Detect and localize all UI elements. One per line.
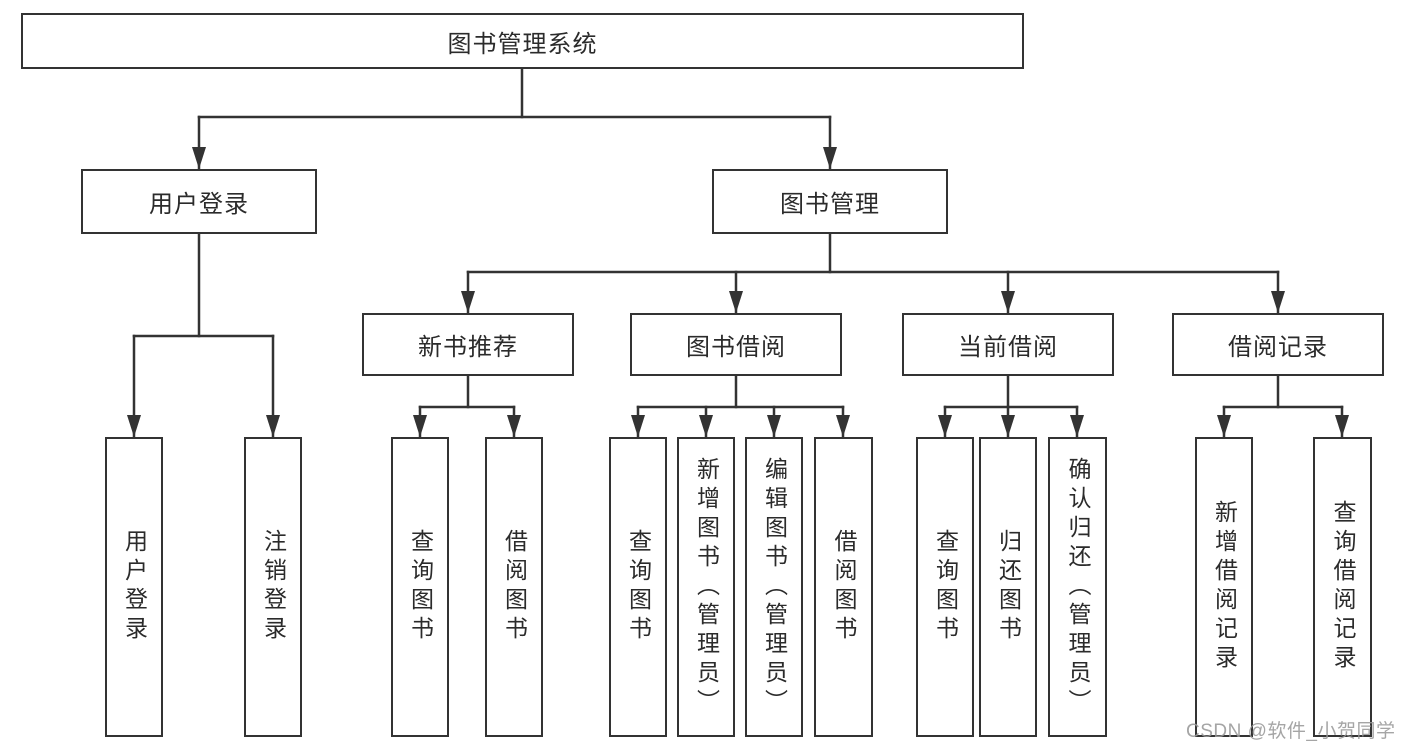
node-book-borrow: 图书借阅 (630, 313, 842, 376)
node-user-login: 用户登录 (81, 169, 317, 234)
leaf-return-book: 归还图书 (979, 437, 1037, 737)
leaf-query-borrow-record: 查询借阅记录 (1313, 437, 1372, 737)
leaf-user-login: 用户登录 (105, 437, 163, 737)
node-new-book-recommend: 新书推荐 (362, 313, 574, 376)
node-borrow-record: 借阅记录 (1172, 313, 1384, 376)
leaf-borrow-books-recommend: 借阅图书 (485, 437, 543, 737)
leaf-logout: 注销登录 (244, 437, 302, 737)
csdn-watermark: CSDN @软件_小贺同学 (1186, 721, 1396, 742)
node-current-borrow: 当前借阅 (902, 313, 1114, 376)
leaf-query-books-borrow: 查询图书 (609, 437, 667, 737)
leaf-edit-book-admin: 编辑图书（管理员） (745, 437, 803, 737)
node-library-management-system: 图书管理系统 (21, 13, 1024, 69)
leaf-confirm-return-admin: 确认归还（管理员） (1048, 437, 1107, 737)
leaf-query-books-recommend: 查询图书 (391, 437, 449, 737)
leaf-add-book-admin: 新增图书（管理员） (677, 437, 735, 737)
leaf-add-borrow-record: 新增借阅记录 (1195, 437, 1253, 737)
node-book-management: 图书管理 (712, 169, 948, 234)
leaf-borrow-books: 借阅图书 (814, 437, 873, 737)
leaf-query-books-current: 查询图书 (916, 437, 974, 737)
